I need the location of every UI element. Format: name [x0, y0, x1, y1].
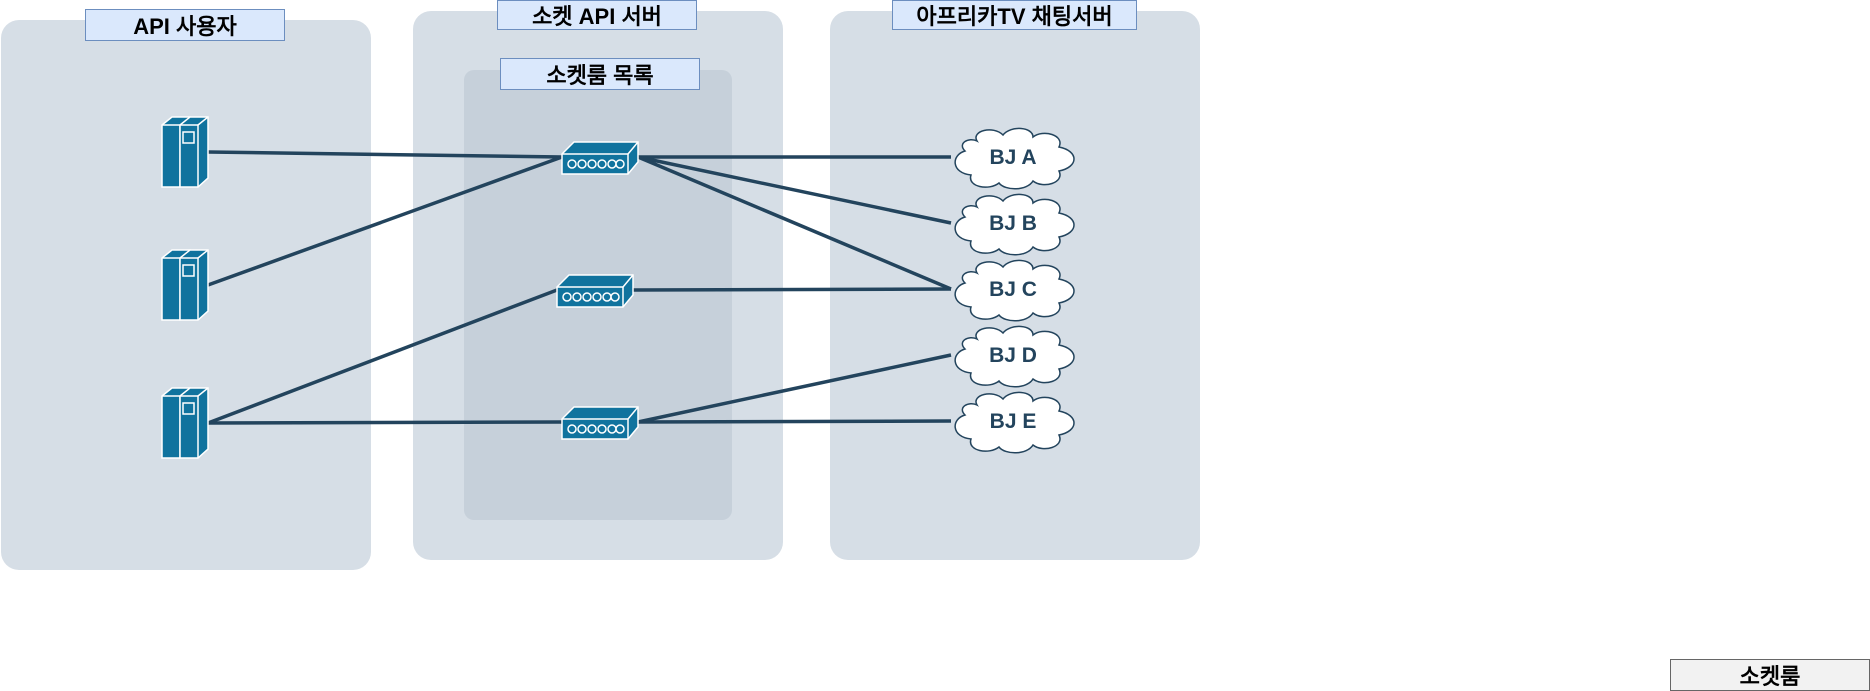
server-icon	[161, 116, 209, 188]
bj-label: BJ E	[990, 410, 1037, 433]
socket-room-list-title: 소켓룸 목록	[500, 58, 700, 90]
bj-node-c: BJ C	[954, 259, 1075, 322]
hub-icon	[561, 406, 639, 440]
bj-label: BJ B	[989, 212, 1037, 235]
connection-line	[207, 288, 558, 425]
bj-node-d: BJ D	[954, 325, 1075, 388]
hub-icon	[561, 141, 639, 175]
server-icon	[161, 249, 209, 321]
connection-line	[632, 287, 952, 292]
hub-icon	[556, 274, 634, 308]
bj-label: BJ D	[989, 344, 1037, 367]
bj-node-b: BJ B	[954, 193, 1075, 256]
socket-room-legend: 소켓룸	[1670, 659, 1870, 691]
chat-server-title: 아프리카TV 채팅서버	[892, 0, 1137, 30]
connection-lines	[207, 150, 952, 425]
bj-label: BJ C	[989, 278, 1037, 301]
connection-line	[207, 155, 563, 287]
connection-line	[637, 155, 952, 291]
connection-line	[637, 419, 952, 424]
connection-line	[637, 155, 952, 225]
socket-server-title: 소켓 API 서버	[497, 0, 697, 30]
bj-node-e: BJ E	[954, 391, 1075, 454]
connection-line	[207, 420, 563, 425]
server-icon	[161, 387, 209, 459]
connection-line	[637, 353, 952, 424]
bj-label: BJ A	[989, 146, 1036, 169]
api-users-title: API 사용자	[85, 9, 285, 41]
bj-node-a: BJ A	[954, 127, 1075, 190]
connection-line	[207, 150, 563, 159]
